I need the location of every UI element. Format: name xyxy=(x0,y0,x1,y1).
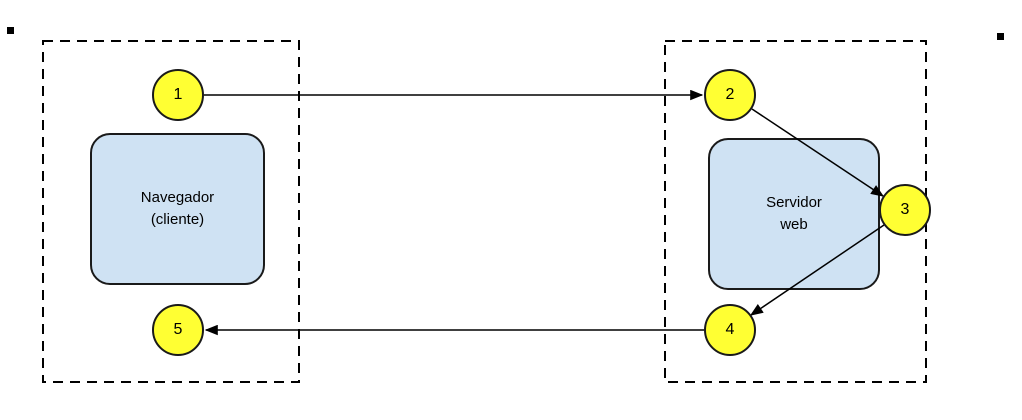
step-4-number: 4 xyxy=(725,321,735,338)
server-node-label: Servidor web xyxy=(766,192,822,236)
client-label-line1: Navegador xyxy=(140,189,215,206)
server-label-line2: web xyxy=(780,216,808,233)
client-node: Navegador (cliente) xyxy=(90,133,265,285)
client-label-line2: (cliente) xyxy=(150,211,205,228)
step-circle-3: 3 xyxy=(879,184,931,236)
client-node-label: Navegador (cliente) xyxy=(141,187,214,231)
step-circle-4: 4 xyxy=(704,304,756,356)
stray-mark-top-right xyxy=(997,33,1004,40)
step-3-number: 3 xyxy=(900,201,910,218)
step-2-number: 2 xyxy=(725,86,735,103)
server-label-line1: Servidor xyxy=(766,194,822,211)
step-1-number: 1 xyxy=(173,86,183,103)
step-5-number: 5 xyxy=(173,321,183,338)
stray-mark-top-left xyxy=(7,27,14,34)
step-circle-5: 5 xyxy=(152,304,204,356)
step-circle-1: 1 xyxy=(152,69,204,121)
step-circle-2: 2 xyxy=(704,69,756,121)
server-node: Servidor web xyxy=(708,138,880,290)
